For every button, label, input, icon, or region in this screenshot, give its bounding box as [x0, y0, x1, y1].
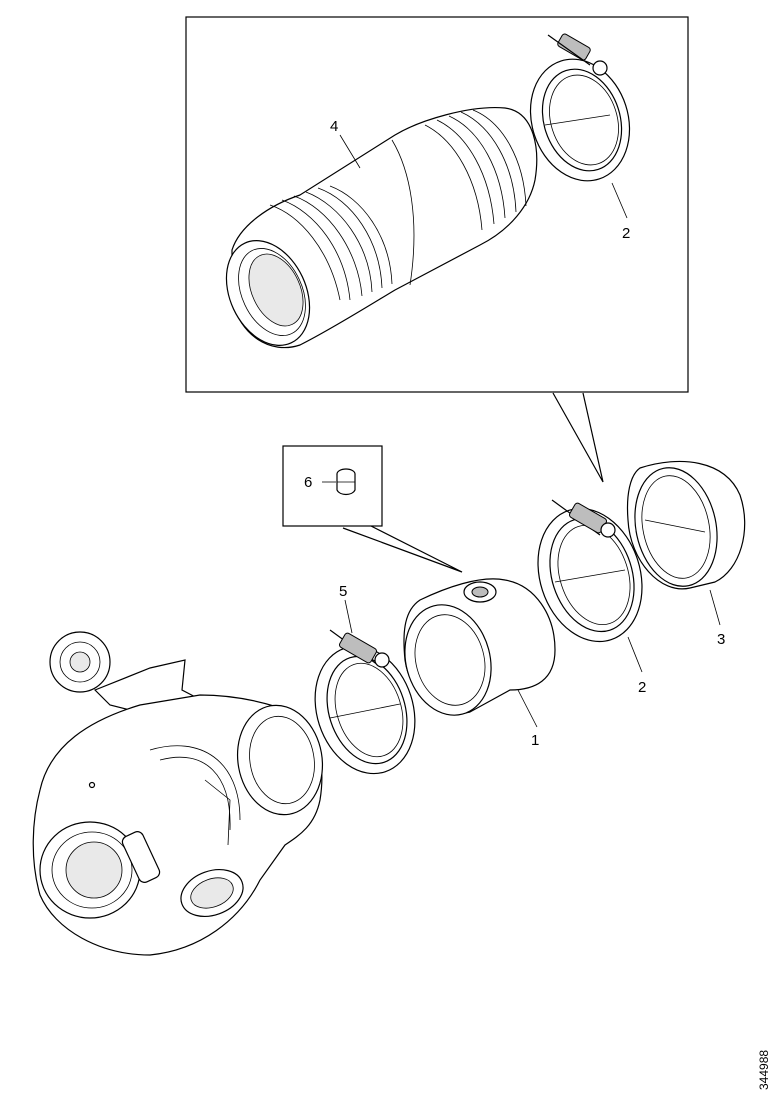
clamp-part-2-bottom: [537, 499, 643, 643]
callout-part-3: 3: [717, 631, 725, 648]
callout-part-1: 1: [531, 732, 539, 749]
detail-box-plug: [282, 445, 463, 573]
hose-part-4: [225, 107, 538, 349]
callout-part-6: 6: [304, 474, 312, 491]
plug-part-6: [336, 468, 356, 496]
callouts: 4 2 6 5 3 2 1: [304, 118, 725, 749]
sleeve-part-3: [626, 460, 746, 590]
callout-part-5: 5: [339, 583, 347, 600]
clamp-part-5: [314, 629, 416, 775]
detail-box-hose-assembly: [185, 16, 689, 483]
clamp-part-2-top: [529, 33, 631, 182]
reference-number: 344988: [757, 1050, 771, 1090]
turbocharger: [32, 631, 324, 956]
leader-lines: [339, 134, 721, 728]
outlet-pipe-part-1: [403, 578, 556, 716]
callout-part-2-top: 2: [622, 225, 630, 242]
callout-part-2-bottom: 2: [638, 679, 646, 696]
callout-part-4: 4: [330, 118, 338, 135]
